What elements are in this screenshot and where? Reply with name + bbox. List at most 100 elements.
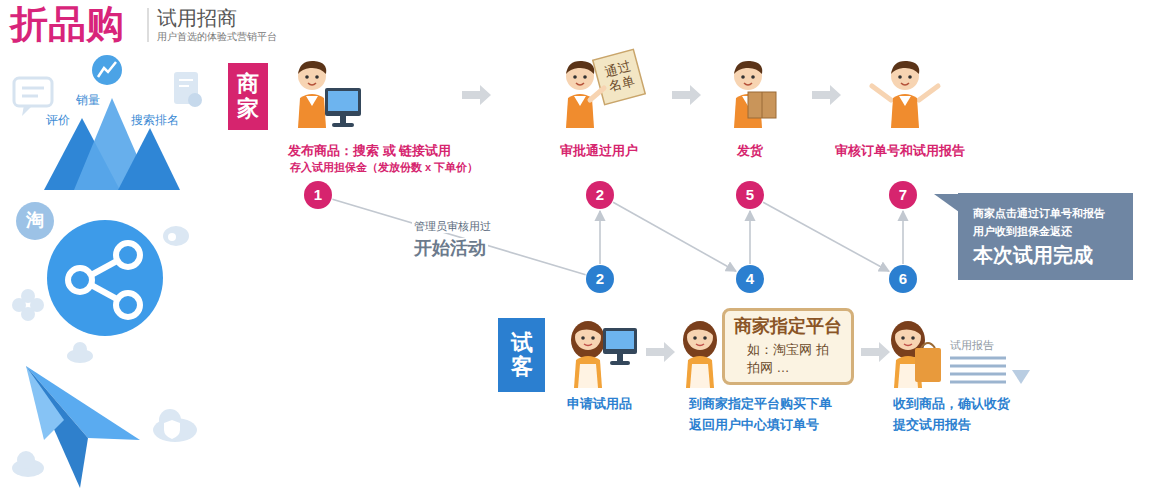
step-arrow <box>462 85 491 105</box>
tester-at-computer <box>617 354 623 362</box>
step-note: 存入试用担保金（发放份数 x 下单价） <box>290 161 478 174</box>
connector <box>599 211 601 264</box>
icon-document <box>188 93 202 107</box>
title-separator <box>148 8 149 42</box>
tester-with-bag <box>891 321 941 388</box>
icon-recycle-cloud <box>12 451 44 477</box>
icon-flower <box>12 298 26 312</box>
callout-pointer <box>934 194 959 212</box>
step-text: 审核订单号和试用报告 <box>835 143 965 159</box>
report-sheet <box>950 365 1006 368</box>
step-arrow <box>646 342 675 362</box>
step-text: 发布商品：搜索 或 链接试用 <box>288 143 451 159</box>
merchant-at-computer <box>325 88 361 116</box>
icon-label: 销量 <box>76 93 100 107</box>
merchant-at-computer <box>328 91 358 111</box>
icon-flower <box>12 289 44 321</box>
share-circle <box>116 293 140 317</box>
merchant-at-computer <box>298 61 326 128</box>
page-title: 折品购 <box>10 2 124 48</box>
icon-shield-cloud <box>164 420 180 439</box>
sales-mountains <box>44 98 180 190</box>
icon-trend <box>92 55 122 85</box>
node-text: 本次试用完成 <box>973 243 1123 267</box>
merchant-at-computer <box>332 123 354 127</box>
step-text: 审批通过用户 <box>560 143 638 159</box>
node-text: 2 <box>596 270 604 288</box>
icon-chat <box>22 87 44 90</box>
icon-trend <box>98 62 116 77</box>
merchant-with-list <box>566 61 594 128</box>
icon-document <box>174 72 202 107</box>
step-circle: 1 <box>304 181 332 209</box>
icon-chat <box>14 78 52 116</box>
node-text: 试客 <box>511 331 533 379</box>
step-arrow <box>861 342 890 362</box>
report-label: 试用报告 <box>950 339 994 352</box>
merchant-waving <box>872 61 938 128</box>
callout-pointer <box>934 194 959 212</box>
merchant-waving <box>919 86 938 100</box>
icon-chat <box>22 105 33 116</box>
step-text: 到商家指定平台购买下单 <box>689 396 832 412</box>
node-text: 2 <box>596 186 604 204</box>
node-text: 商家指定平台 <box>731 316 845 338</box>
callout-box: 商家点击通过订单号和报告 用户收到担保金返还本次试用完成 <box>958 193 1133 280</box>
role-box: 商家 <box>228 63 268 130</box>
tagline: 用户首选的体验式营销平台 <box>157 31 277 43</box>
icon-cloud <box>73 342 87 356</box>
merchant-at-computer <box>298 61 361 128</box>
tester-at-computer <box>606 331 634 349</box>
report-sheet <box>950 358 1030 384</box>
share-circle <box>68 268 92 292</box>
icon-chat <box>14 78 52 106</box>
node-text: 商家 <box>237 72 259 120</box>
icon-weibo <box>163 226 189 246</box>
merchant-at-computer <box>340 116 346 124</box>
step-text: 提交试用报告 <box>893 417 971 433</box>
node-text: 5 <box>746 186 754 204</box>
node-text: 7 <box>899 186 907 204</box>
report-sheet <box>950 373 1006 376</box>
icon-document <box>179 79 193 81</box>
tester-at-computer <box>610 361 630 365</box>
step-text: 申请试用品 <box>567 396 632 412</box>
title-separator <box>148 8 149 42</box>
step-text: 收到商品，确认收货 <box>893 396 1010 412</box>
icon-trend <box>92 55 122 85</box>
connector <box>613 202 736 271</box>
tester-at-computer <box>571 321 637 388</box>
tester-with-sign <box>683 321 717 388</box>
node-text: 6 <box>899 270 907 288</box>
tester-at-computer <box>603 328 637 354</box>
role-box: 试客 <box>498 318 545 392</box>
merchant-with-list <box>593 49 645 104</box>
step-circle: 2 <box>586 265 614 293</box>
icon-cloud <box>67 342 93 363</box>
tester-at-computer <box>571 321 605 388</box>
sign-board: 商家指定平台如：淘宝网 拍拍网 … <box>722 308 854 385</box>
sales-mountains <box>118 128 180 190</box>
connector <box>332 199 585 274</box>
note-text: 管理员审核用过 <box>412 220 493 233</box>
icon-taobao <box>16 202 54 240</box>
tester-with-bag <box>921 343 935 348</box>
icon-label: 搜索排名 <box>131 113 179 127</box>
paper-plane <box>26 366 64 440</box>
icon-chat <box>22 95 38 98</box>
node-text: 如：淘宝网 拍拍网 … <box>747 341 831 377</box>
merchant-waving <box>872 86 891 100</box>
icon-document <box>179 85 189 87</box>
connector <box>902 211 904 264</box>
edge-label: 开始活动 <box>412 238 488 260</box>
icon-shield-cloud <box>153 409 197 442</box>
merchant-with-parcel <box>734 61 776 128</box>
step-circle: 6 <box>889 265 917 293</box>
merchant-waving <box>891 61 919 128</box>
icon-glyph: 淘 <box>26 210 44 232</box>
merchant-with-parcel <box>748 92 776 118</box>
merchant-with-parcel <box>762 92 763 118</box>
icon-taobao <box>16 202 54 240</box>
subtitle-heading: 试用招商 <box>157 6 237 30</box>
report-sheet <box>950 381 1006 384</box>
